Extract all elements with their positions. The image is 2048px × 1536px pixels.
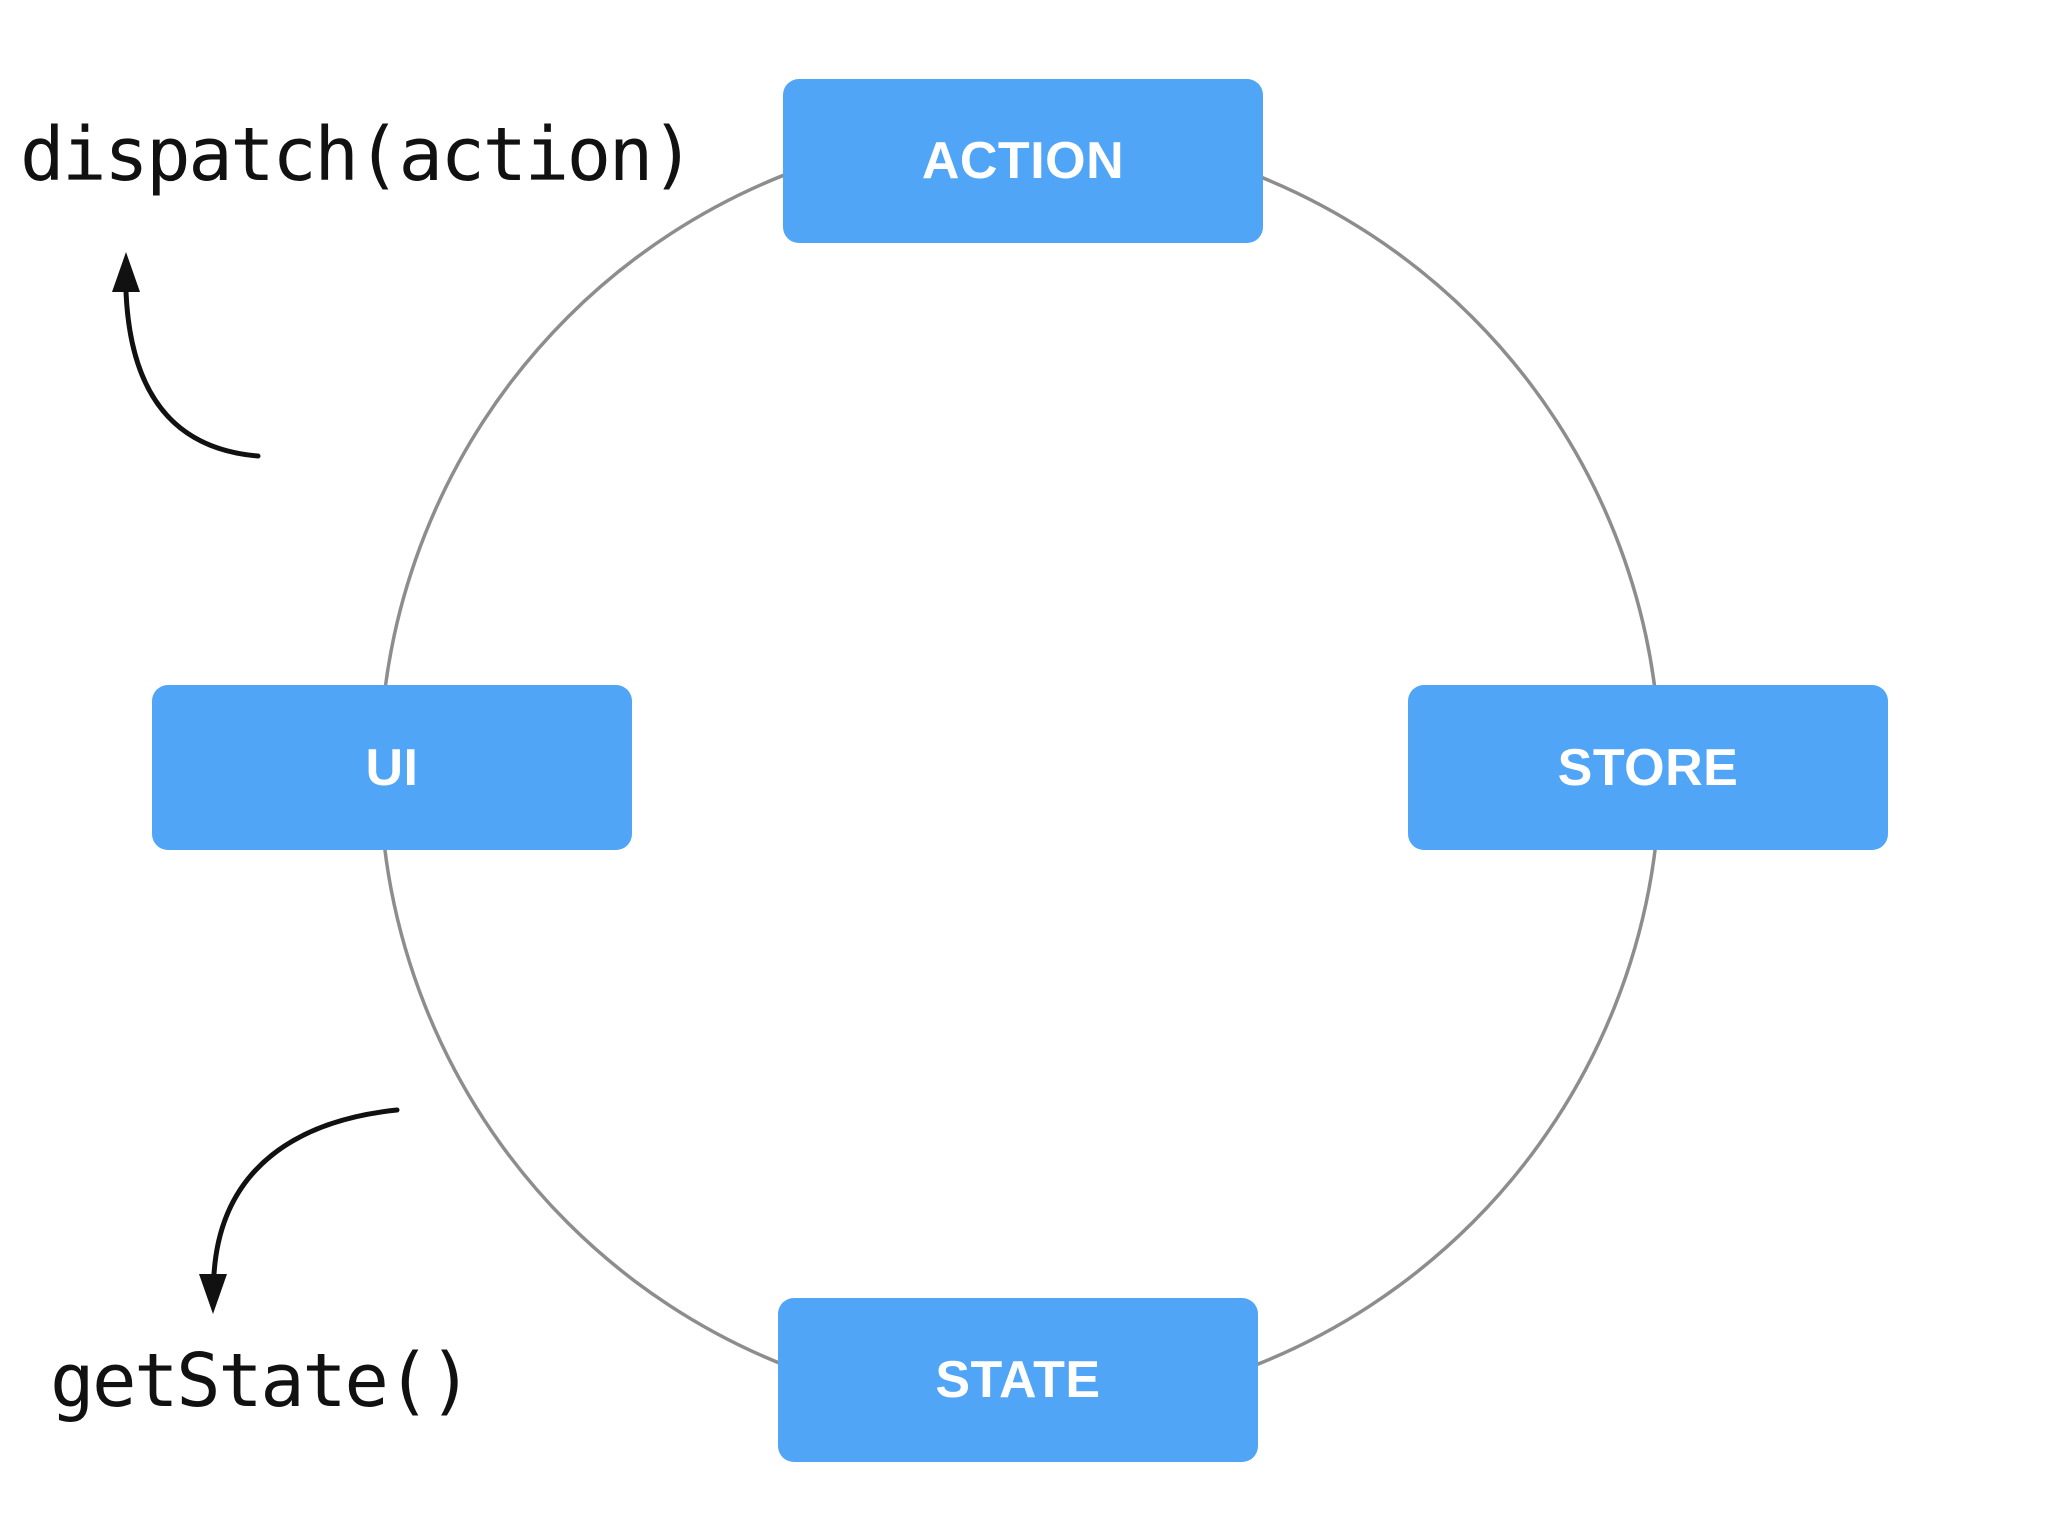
node-ui: UI	[152, 685, 632, 850]
node-action-label: ACTION	[921, 132, 1125, 190]
getstate-arrow-icon	[199, 1107, 400, 1314]
node-store-label: STORE	[1557, 738, 1739, 797]
node-action: ACTION	[783, 79, 1263, 243]
dispatch-arrow-curve	[123, 289, 261, 459]
dispatch-arrow-icon	[112, 252, 261, 459]
dispatch-arrowhead-icon	[112, 252, 140, 292]
dispatch-action-label: dispatch(action)	[20, 112, 695, 198]
getstate-arrow-curve	[211, 1107, 400, 1277]
getstate-label: getState()	[50, 1338, 473, 1424]
node-ui-label: UI	[365, 738, 419, 797]
node-state-label: STATE	[935, 1351, 1101, 1409]
node-store: STORE	[1408, 685, 1888, 850]
getstate-arrowhead-icon	[199, 1274, 227, 1314]
node-state: STATE	[778, 1298, 1258, 1462]
